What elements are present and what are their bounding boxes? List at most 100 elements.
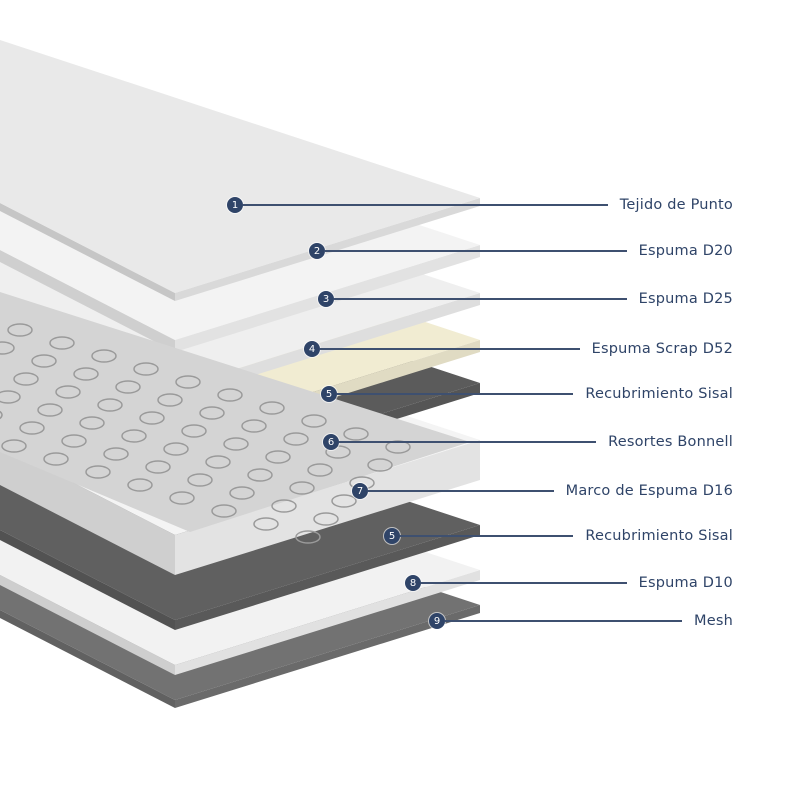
spring-coil xyxy=(205,455,231,469)
marker-8: 8 xyxy=(405,575,421,591)
marker-6: 6 xyxy=(323,434,339,450)
layer-left-side xyxy=(0,445,175,575)
spring-coil xyxy=(187,473,213,487)
callout-5a: 5 Recubrimiento Sisal xyxy=(321,385,733,403)
callout-3: 3 Espuma D25 xyxy=(318,290,733,308)
spring-coil xyxy=(0,390,21,404)
spring-coil xyxy=(265,450,291,464)
callout-4: 4 Espuma Scrap D52 xyxy=(304,340,733,358)
spring-coil xyxy=(91,349,117,363)
spring-coil xyxy=(55,385,81,399)
layer-left-side xyxy=(0,203,175,301)
marker-1: 1 xyxy=(227,197,243,213)
spring-coil xyxy=(145,460,171,474)
spring-coil xyxy=(31,354,57,368)
spring-coil xyxy=(49,336,75,350)
spring-coil xyxy=(295,530,321,544)
spring-coil xyxy=(103,447,129,461)
spring-coil xyxy=(343,427,369,441)
callout-6: 6 Resortes Bonnell xyxy=(323,433,733,451)
spring-coil xyxy=(73,367,99,381)
marker-5: 5 xyxy=(321,386,337,402)
spring-coil xyxy=(0,410,3,420)
spring-coil xyxy=(61,434,87,448)
spring-coil xyxy=(223,437,249,451)
marker-9: 9 xyxy=(429,613,445,629)
springs-layer xyxy=(0,292,470,532)
spring-coil xyxy=(199,406,225,420)
spring-coil xyxy=(97,398,123,412)
layer-left-side xyxy=(0,530,175,630)
layer-front-side xyxy=(175,440,480,575)
spring-coil xyxy=(283,432,309,446)
spring-coil xyxy=(301,414,327,428)
leader-line xyxy=(320,348,580,350)
spring-coil xyxy=(37,403,63,417)
spring-coil xyxy=(211,504,237,518)
spring-coil xyxy=(313,512,339,526)
leader-line xyxy=(334,298,627,300)
spring-coil xyxy=(19,421,45,435)
label-resortes-bonnell: Resortes Bonnell xyxy=(608,434,733,450)
spring-coil xyxy=(181,424,207,438)
layer-front-side xyxy=(175,198,480,301)
spring-coil xyxy=(247,468,273,482)
layer-front-side xyxy=(175,525,480,630)
leader-line xyxy=(325,250,627,252)
label-recubrimiento-sisal: Recubrimiento Sisal xyxy=(585,528,733,544)
marker-4: 4 xyxy=(304,341,320,357)
layer-front-side xyxy=(175,570,480,675)
label-marco-de-espuma-d16: Marco de Espuma D16 xyxy=(565,483,733,499)
spring-coil xyxy=(0,341,15,355)
spring-coil xyxy=(163,442,189,456)
marker-7: 7 xyxy=(352,483,368,499)
marker-5: 5 xyxy=(384,528,400,544)
spring-coil xyxy=(79,416,105,430)
spring-coil xyxy=(307,463,333,477)
label-tejido-de-punto: Tejido de Punto xyxy=(619,197,733,213)
leader-line xyxy=(337,393,574,395)
label-espuma-d25: Espuma D25 xyxy=(638,291,733,307)
spring-coil xyxy=(1,439,27,453)
spring-coil xyxy=(271,499,297,513)
label-espuma-d20: Espuma D20 xyxy=(638,243,733,259)
spring-coil xyxy=(127,478,153,492)
spring-coil xyxy=(259,401,285,415)
layer-top-face xyxy=(0,40,480,293)
layer-left-side xyxy=(0,610,175,708)
spring-coil xyxy=(121,429,147,443)
spring-coil xyxy=(331,494,357,508)
leader-line xyxy=(368,490,554,492)
spring-coil xyxy=(7,323,33,337)
leader-line xyxy=(243,204,608,206)
marker-3: 3 xyxy=(318,291,334,307)
spring-coil xyxy=(169,491,195,505)
spring-coil xyxy=(43,452,69,466)
label-mesh: Mesh xyxy=(694,613,733,629)
layer-left-side xyxy=(0,575,175,675)
callout-1: 1 Tejido de Punto xyxy=(227,196,733,214)
callout-9: 9 Mesh xyxy=(429,612,733,630)
spring-coil xyxy=(325,445,351,459)
spring-coil xyxy=(367,458,393,472)
spring-coil xyxy=(139,411,165,425)
label-recubrimiento-sisal: Recubrimiento Sisal xyxy=(585,386,733,402)
callout-5b: 5 Recubrimiento Sisal xyxy=(384,527,733,545)
spring-coil xyxy=(253,517,279,531)
spring-coil xyxy=(13,372,39,386)
spring-coil xyxy=(85,465,111,479)
spring-coil xyxy=(229,486,255,500)
spring-coil xyxy=(289,481,315,495)
leader-line xyxy=(445,620,683,622)
spring-coil xyxy=(133,362,159,376)
spring-coil xyxy=(175,375,201,389)
leader-line xyxy=(421,582,627,584)
leader-line xyxy=(339,441,597,443)
layer-left-side xyxy=(0,250,175,352)
label-espuma-scrap-d52: Espuma Scrap D52 xyxy=(591,341,733,357)
marker-2: 2 xyxy=(309,243,325,259)
spring-coil xyxy=(157,393,183,407)
callout-7: 7 Marco de Espuma D16 xyxy=(352,482,733,500)
